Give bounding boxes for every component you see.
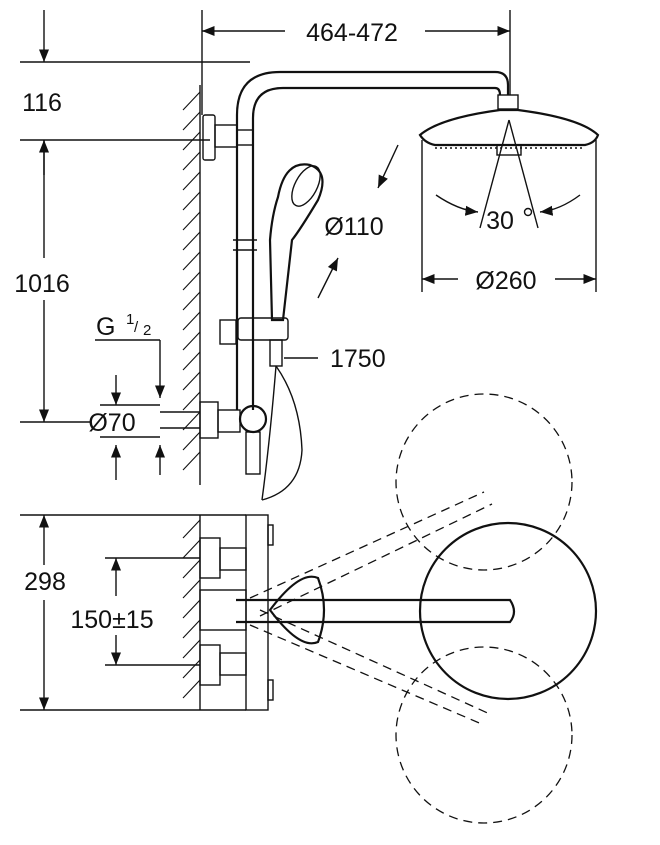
inlet-thread-label: G [96,313,115,341]
inlet-connection [160,401,268,475]
height-top-label: 116 [22,89,62,117]
inlet-centers-dimension: 150±15 [70,557,160,666]
slider-and-hose: 1750 [219,317,386,501]
riser-pipe [202,70,510,410]
fraction-slash: / [134,319,139,336]
arm-reach-dimension: 464-472 [201,10,511,115]
mixer-plan [160,514,274,711]
mixer-height-dimension: 298 [20,514,246,711]
hand-shower-diameter-dimension: Ø110 [317,144,399,299]
spray-angle-dimension: 30 [435,119,581,235]
spray-angle-label: 30 [486,207,514,235]
head-shower [418,94,600,156]
arm-reach-label: 464-472 [306,19,398,47]
wall-hatching-lower [182,515,201,710]
inlet-thread-denominator: 2 [143,322,151,339]
head-shower-diameter-label: Ø260 [475,267,536,295]
escutcheon-diameter-dimension: Ø70 [88,375,166,480]
bar-height-label: 1016 [14,270,70,298]
arm-plan [236,393,598,824]
wall-hatching-upper [182,85,201,485]
inlet-thread-numerator: 1 [126,311,134,328]
hand-shower-diameter-label: Ø110 [324,213,383,241]
hand-shower [268,163,324,322]
bar-height-dimension: 1016 [14,139,210,423]
hose-length-label: 1750 [330,345,386,373]
inlet-thread-dimension: G 1 / 2 [95,311,166,398]
mixer-height-label: 298 [24,568,66,596]
inlet-centers-label: 150±15 [70,606,153,634]
head-shower-diameter-dimension: Ø260 [421,140,597,295]
escutcheon-diameter-label: Ø70 [88,409,135,437]
